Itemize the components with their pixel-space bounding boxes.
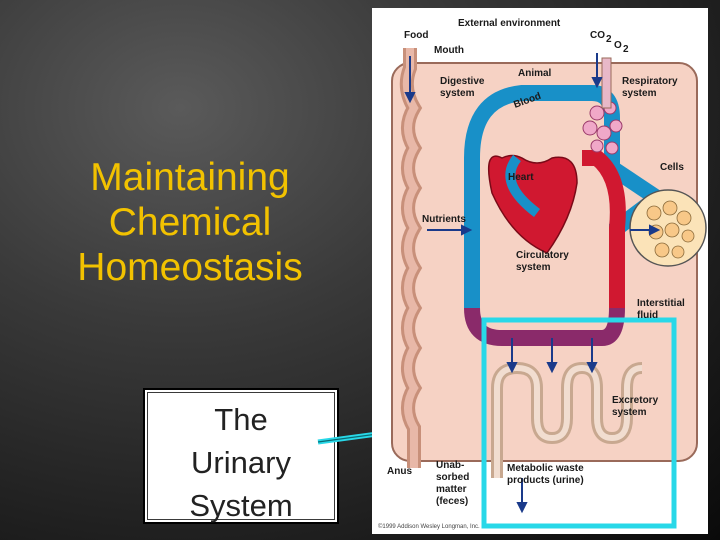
label-unabsorbed-3: matter [436,484,467,495]
label-o2: O [614,40,622,51]
cells [646,200,695,259]
nephron-lumen [494,364,643,478]
label-circulatory-2: system [516,262,551,273]
label-digestive-1: Digestive [440,76,485,87]
title-line-3: Homeostasis [77,246,303,289]
label-mouth: Mouth [434,45,464,56]
circulatory-artery-path [582,150,626,308]
label-circulatory-1: Circulatory [516,250,569,261]
label-unabsorbed-2: sorbed [436,472,469,483]
label-co2-subscript: 2 [606,34,612,45]
callout-line-2: Urinary [191,445,291,480]
label-metabolic-1: Metabolic waste [507,463,584,474]
label-food: Food [404,30,428,41]
label-o2-subscript: 2 [623,44,629,55]
label-unabsorbed-4: (feces) [436,496,468,507]
label-digestive-2: system [440,88,475,99]
homeostasis-diagram: External environment Food Mouth CO 2 O 2… [372,8,708,534]
label-copyright: ©1999 Addison Wesley Longman, Inc. [378,523,480,530]
callout-line-3: System [189,488,293,523]
label-metabolic-2: products (urine) [507,475,584,486]
label-excretory-1: Excretory [612,395,659,406]
label-excretory-2: system [612,407,647,418]
title-line-2: Chemical [108,201,272,244]
label-respiratory-2: system [622,88,657,99]
label-interstitial-1: Interstitial [637,298,685,309]
label-nutrients: Nutrients [422,214,466,225]
label-interstitial-2: fluid [637,310,658,321]
trachea [601,57,612,109]
slide-title: Maintaining Chemical Homeostasis [40,155,340,290]
label-unabsorbed-1: Unab- [436,460,464,471]
callout-line-1: The [214,402,268,437]
label-external-environment: External environment [458,18,561,29]
flow-arrows [404,53,661,514]
label-co2: CO [590,30,605,41]
label-heart: Heart [508,172,534,183]
excretory-highlight-box [481,317,677,529]
heart-inflow [505,154,541,217]
title-line-1: Maintaining [90,156,290,199]
urinary-system-callout: The Urinary System [143,388,339,524]
circulatory-vein-path [464,85,671,308]
label-respiratory-1: Respiratory [622,76,678,87]
label-animal: Animal [518,68,552,79]
label-cells: Cells [660,162,684,173]
label-anus: Anus [387,466,412,477]
digestive-lumen [402,48,419,468]
